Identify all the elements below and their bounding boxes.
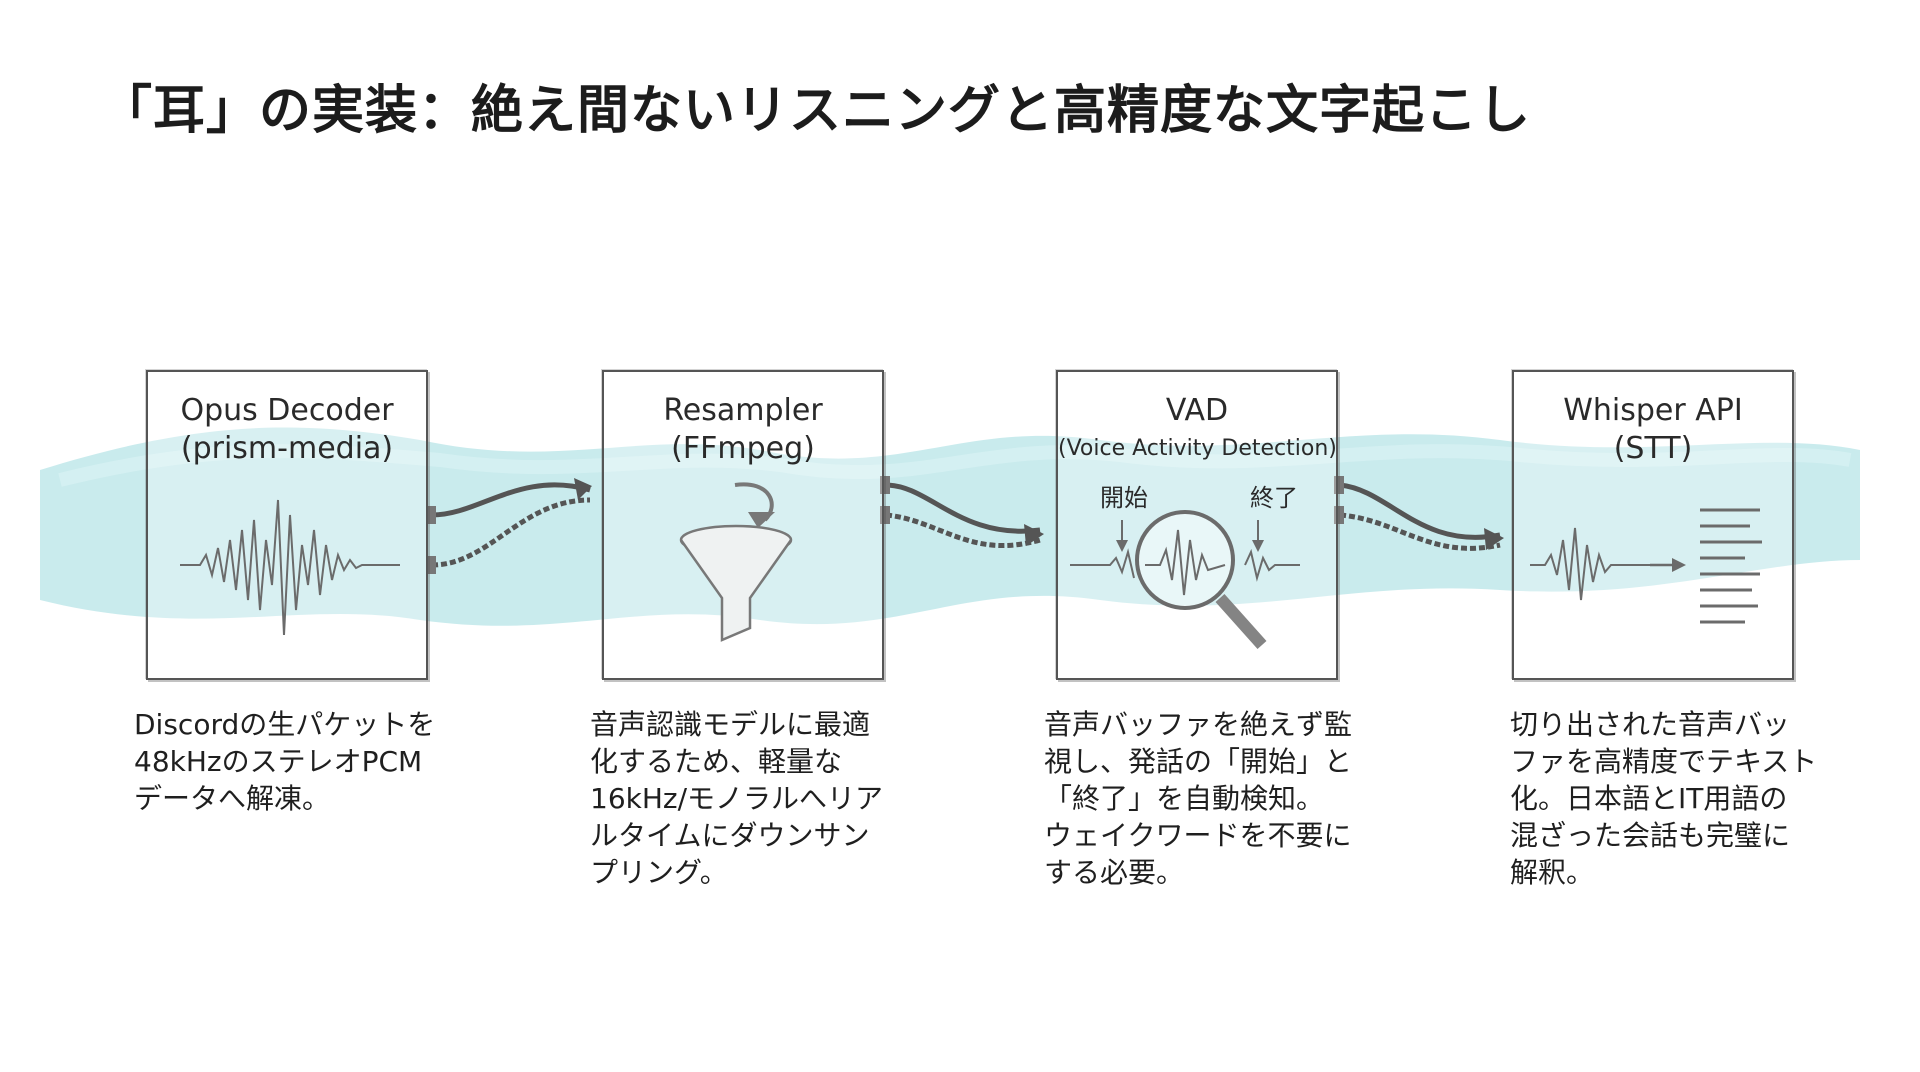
stage-resampler: Resampler (FFmpeg) (602, 370, 884, 680)
stage-description-opus-decoder: Discordの生パケットを 48kHzのステレオPCM データへ解凍。 (134, 708, 436, 815)
stage-name: Whisper API (1563, 393, 1743, 428)
stage-subtitle: (prism-media) (180, 431, 394, 466)
stage-subtitle: (FFmpeg) (671, 431, 815, 466)
stage-name: Opus Decoder (180, 393, 394, 428)
stage-description-vad: 音声バッファを絶えず監 視し、発話の「開始」と 「終了」を自動検知。 ウェイクワ… (1044, 708, 1353, 889)
stage-name: VAD (1165, 393, 1229, 428)
waveform-icon (180, 499, 400, 636)
slide-title: 「耳」の実装：絶え間ないリスニングと高精度な文字起こし (100, 81, 1532, 141)
audio-stream-band (40, 427, 1860, 626)
vad-start-label: 開始 (1100, 484, 1148, 512)
stage-subtitle: (STT) (1613, 431, 1693, 466)
stage-opus-decoder: Opus Decoder (prism-media) (146, 370, 428, 680)
stage-subtitle: (Voice Activity Detection) (1058, 436, 1337, 461)
cable-decoder-to-resampler (426, 478, 592, 574)
cable-vad-to-whisper (1334, 476, 1504, 551)
magnifier-icon (1070, 510, 1300, 649)
stage-whisper-api: Whisper API (STT) (1512, 370, 1794, 680)
stage-description-whisper-api: 切り出された音声バッ ファを高精度でテキスト 化。日本語とIT用語の 混ざった会… (1510, 708, 1818, 889)
stage-name: Resampler (663, 393, 823, 428)
transcript-icon (1530, 508, 1762, 624)
cable-resampler-to-vad (880, 476, 1044, 549)
stage-vad: VAD (Voice Activity Detection) (1056, 370, 1338, 680)
vad-end-label: 終了 (1250, 484, 1298, 512)
stage-description-resampler: 音声認識モデルに最適 化するため、軽量な 16kHz/モノラルへリア ルタイムに… (590, 708, 884, 889)
funnel-icon (679, 482, 793, 642)
